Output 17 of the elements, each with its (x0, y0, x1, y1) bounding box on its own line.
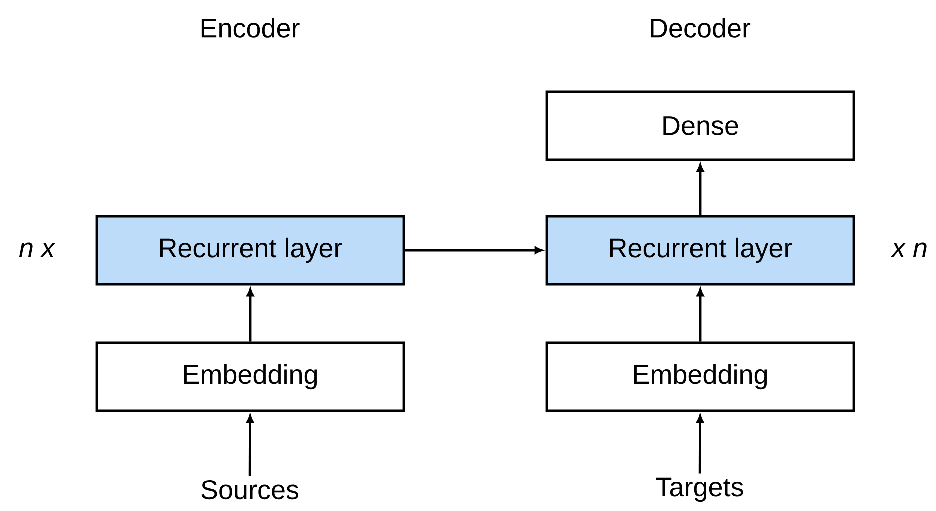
arrow (696, 415, 704, 474)
layer-box: Dense (546, 90, 856, 162)
arrow (696, 288, 704, 342)
arrow (696, 164, 704, 216)
layer-box: Recurrent layer (546, 215, 856, 286)
layer-box: Embedding (96, 342, 406, 412)
arrow (246, 415, 254, 476)
multiplier-label: n x (19, 242, 56, 258)
layer-box: Recurrent layer (96, 215, 406, 286)
multiplier-label: x n (890, 242, 927, 258)
section-heading: Decoder (651, 18, 751, 38)
input-label: Targets (656, 478, 744, 502)
input-label: Sources (202, 480, 299, 500)
section-heading: Encoder (202, 18, 300, 38)
layer-box: Embedding (546, 342, 856, 412)
arrow (246, 288, 254, 342)
arrow (405, 246, 543, 254)
